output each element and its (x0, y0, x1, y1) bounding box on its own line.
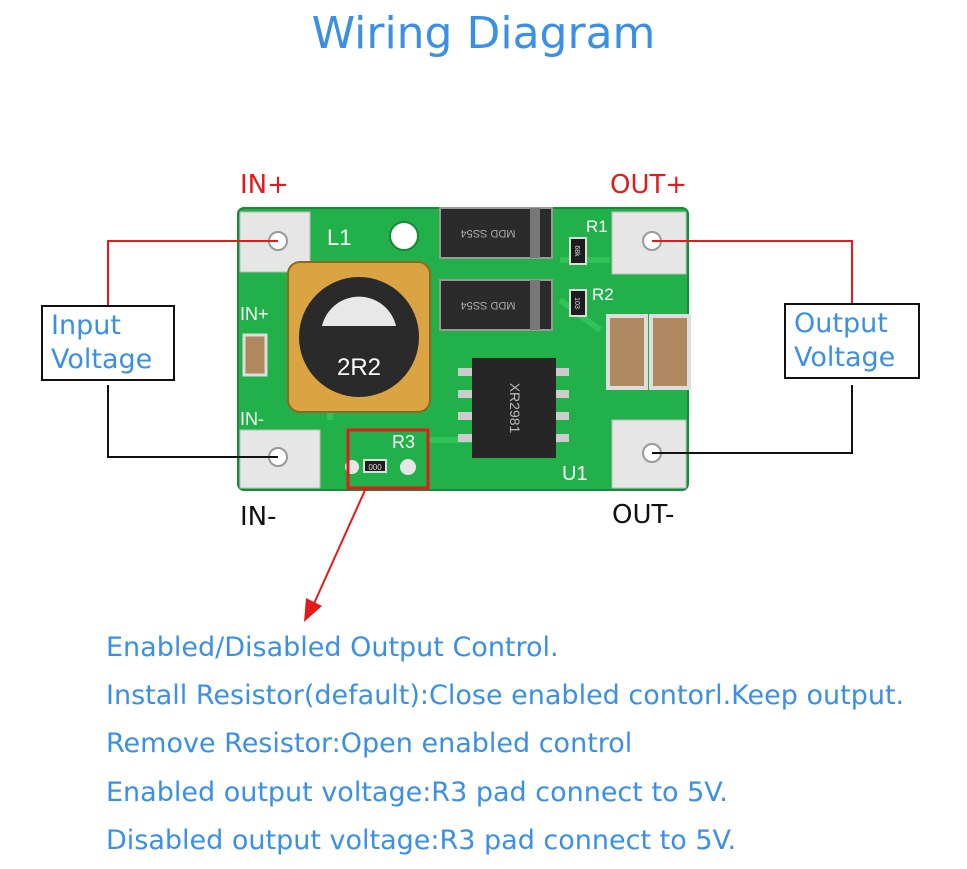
r3-value: 000 (368, 463, 382, 472)
output-box-line2: Voltage (794, 342, 896, 373)
wire-in-minus (107, 385, 278, 458)
silk-r3: R3 (392, 432, 415, 452)
label-in-plus: IN+ (240, 170, 289, 200)
wire-out-minus (652, 385, 853, 454)
input-voltage-box: Input Voltage (41, 305, 175, 381)
wire-in-plus (107, 240, 278, 305)
diode-2-label: MDD SS54 (460, 299, 515, 311)
capacitor-1 (606, 314, 648, 390)
resistor-r2 (569, 289, 587, 317)
output-voltage-box: Output Voltage (784, 303, 920, 379)
note-line-2: Install Resistor(default):Close enabled … (106, 680, 905, 711)
note-line-4: Enabled output voltage:R3 pad connect to… (106, 777, 728, 808)
inductor-label: 2R2 (337, 354, 381, 381)
ic-label: XR2981 (507, 383, 523, 434)
label-in-minus: IN- (240, 502, 277, 532)
output-box-line1: Output (794, 308, 888, 339)
wire-out-plus (652, 240, 853, 303)
diode-1-label: MDD SS54 (460, 227, 515, 239)
capacitor-2 (649, 314, 691, 390)
input-box-line1: Input (51, 310, 121, 341)
r3-arrow-line (311, 487, 367, 609)
silk-r1: R1 (586, 217, 608, 236)
note-line-1: Enabled/Disabled Output Control. (106, 632, 559, 663)
mounting-hole (389, 221, 419, 251)
silk-u1: U1 (562, 463, 588, 485)
silk-in-minus: IN- (240, 409, 264, 429)
capacitor-3 (242, 333, 268, 377)
label-out-minus: OUT- (612, 500, 675, 530)
note-line-5: Disabled output voltage:R3 pad connect t… (106, 825, 737, 856)
r3-highlight-box (346, 428, 430, 490)
silk-in-plus: IN+ (240, 304, 269, 324)
r1-value: 68k (573, 245, 580, 257)
note-line-3: Remove Resistor:Open enabled control (106, 728, 633, 759)
input-box-line2: Voltage (51, 344, 153, 375)
r3-arrow-head (304, 598, 322, 622)
silk-l1: L1 (327, 225, 351, 250)
resistor-r3 (363, 459, 387, 473)
r2-value: 103 (573, 297, 580, 309)
silk-r2: R2 (592, 285, 614, 304)
resistor-r1 (569, 237, 587, 265)
ic-chip: XR2981 (458, 358, 569, 458)
label-out-plus: OUT+ (610, 170, 688, 200)
diagram-title: Wiring Diagram (311, 8, 656, 59)
